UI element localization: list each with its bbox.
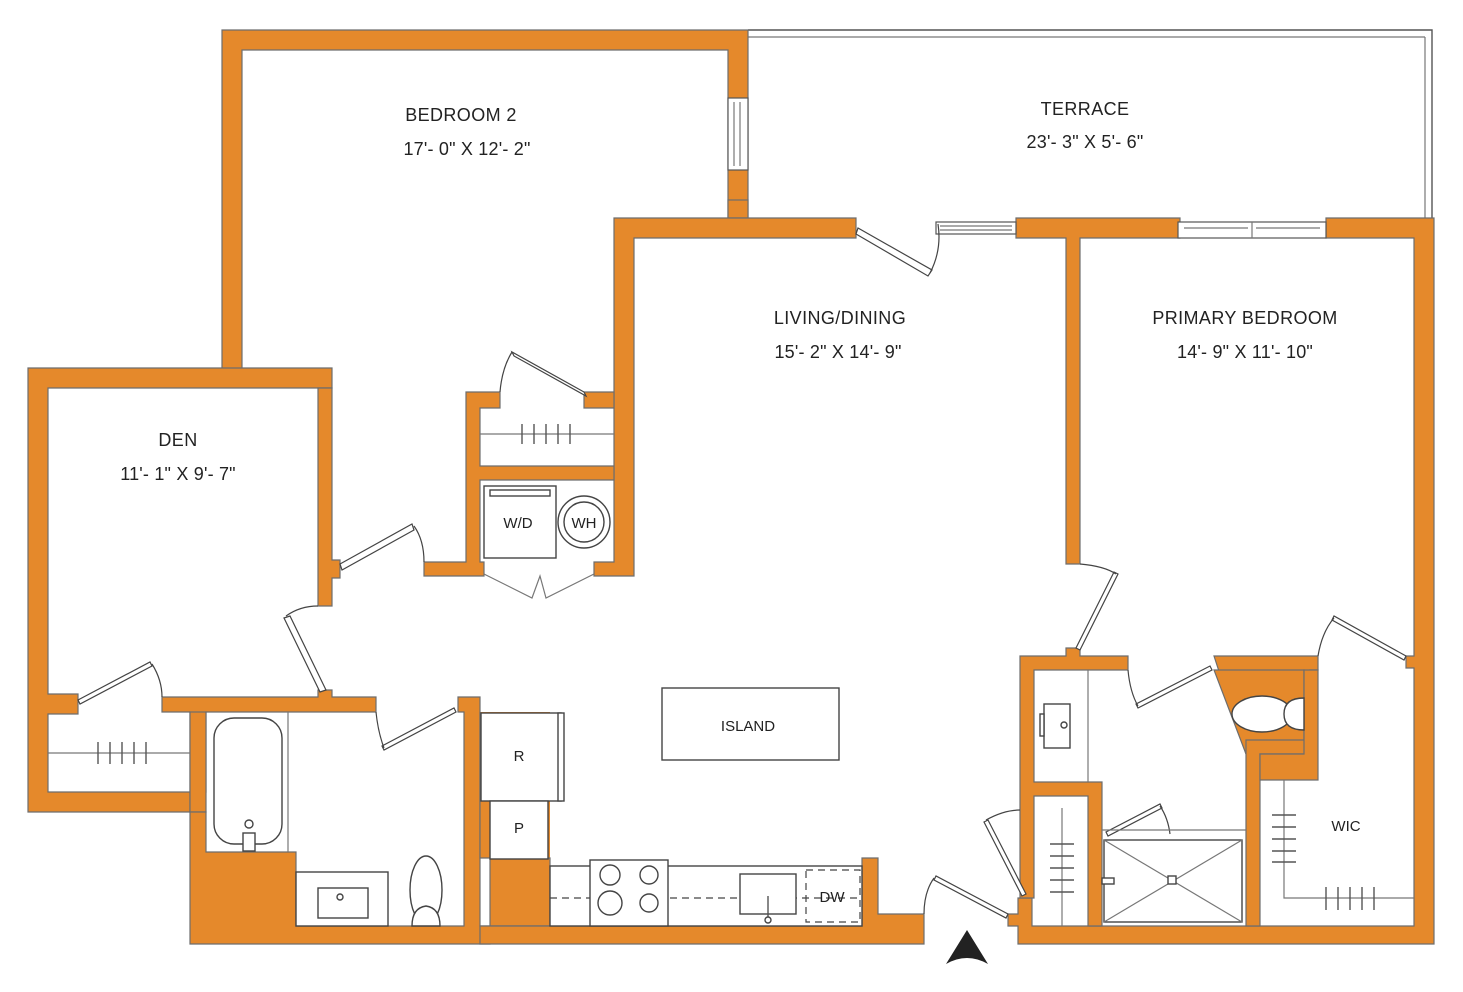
closet-rods (48, 424, 1414, 926)
room-labels: BEDROOM 2 17'- 0" X 12'- 2" TERRACE 23'-… (120, 99, 1337, 484)
window-living (935, 221, 1017, 235)
washer-dryer (483, 485, 557, 559)
label-dishwasher: DW (820, 889, 846, 906)
room-dims-primary: 14'- 9" X 11'- 10" (1177, 342, 1313, 362)
label-island: ISLAND (721, 718, 775, 735)
room-name-primary: PRIMARY BEDROOM (1152, 308, 1337, 328)
north-arrow-icon (946, 930, 988, 964)
room-name-living: LIVING/DINING (774, 308, 906, 328)
room-name-den: DEN (158, 430, 197, 450)
primary-bath-toilet (1231, 695, 1293, 733)
hall-bath (213, 712, 443, 927)
island (661, 687, 840, 761)
pantry (489, 800, 549, 860)
label-washer-dryer: W/D (503, 515, 532, 532)
room-dims-living: 15'- 2" X 14'- 9" (774, 342, 901, 362)
label-walk-in-closet: WIC (1331, 818, 1360, 835)
label-water-heater: WH (572, 515, 597, 532)
label-refrigerator: R (514, 748, 525, 765)
doors (77, 223, 1407, 919)
kitchen (480, 687, 863, 927)
hall-bath-sink (317, 887, 369, 919)
room-dims-den: 11'- 1" X 9'- 7" (120, 464, 236, 484)
label-pantry: P (514, 820, 524, 837)
windows (727, 97, 1327, 239)
refrigerator (480, 712, 562, 802)
room-dims-bedroom2: 17'- 0" X 12'- 2" (403, 139, 530, 159)
laundry (483, 485, 611, 559)
window-bedroom2 (727, 97, 749, 171)
fixture-labels: W/D WH ISLAND R P DW WIC (503, 515, 1360, 906)
room-name-bedroom2: BEDROOM 2 (405, 105, 517, 125)
primary-bath (1039, 670, 1305, 923)
terrace-outline (748, 29, 1433, 220)
dishwasher (805, 869, 861, 923)
room-dims-terrace: 23'- 3" X 5'- 6" (1027, 132, 1144, 152)
room-name-terrace: TERRACE (1041, 99, 1130, 119)
